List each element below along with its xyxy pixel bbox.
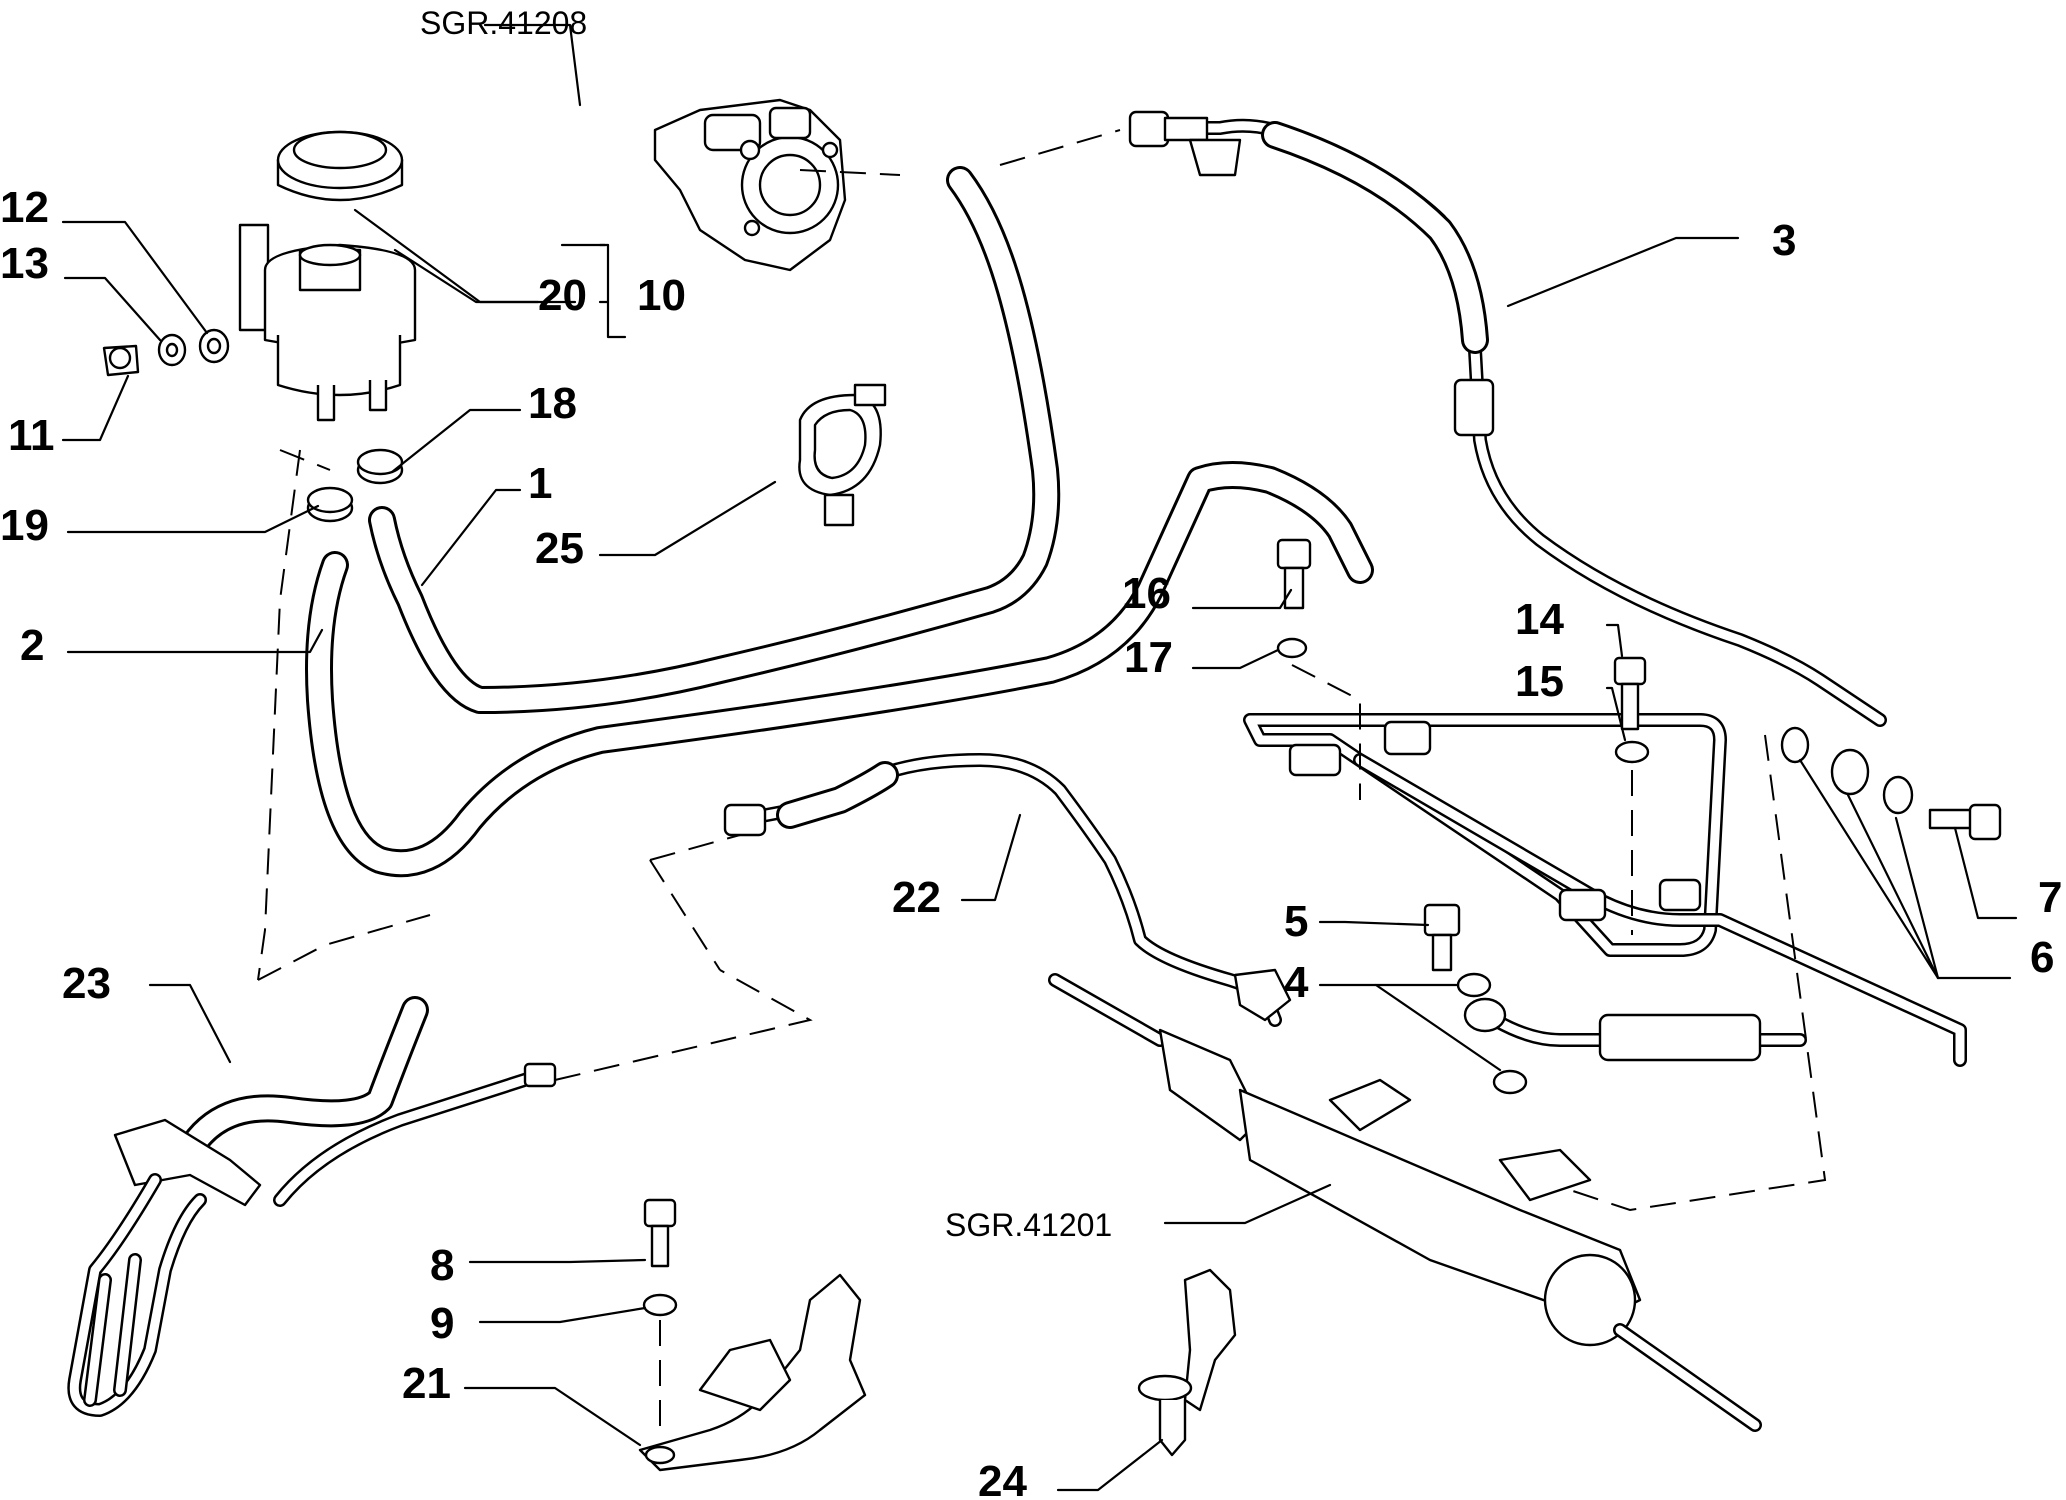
washer-13 xyxy=(157,333,187,367)
ref-pump: SGR.41208 xyxy=(420,5,587,41)
rack-pipe-assembly xyxy=(1243,713,1967,1067)
label-16: 16 xyxy=(1122,569,1171,618)
reservoir-cap xyxy=(276,130,404,202)
nut-11 xyxy=(102,344,140,377)
label-20: 20 xyxy=(538,271,587,320)
hose-clamp-19 xyxy=(306,486,354,523)
washer-12 xyxy=(198,328,230,364)
steering-rack xyxy=(1048,973,1762,1432)
label-11: 11 xyxy=(8,411,55,460)
dashed-assembly-lines xyxy=(257,129,1827,1440)
label-8: 8 xyxy=(430,1241,454,1290)
washer-9 xyxy=(642,1293,678,1317)
label-15: 15 xyxy=(1515,657,1564,706)
hose-bracket-clip xyxy=(798,383,887,527)
washer-4 xyxy=(1456,972,1528,1095)
label-9: 9 xyxy=(430,1299,454,1348)
label-17: 17 xyxy=(1124,633,1173,682)
label-7: 7 xyxy=(2038,873,2062,922)
power-steering-pump xyxy=(653,98,847,272)
hose-clamp-18 xyxy=(356,448,404,485)
label-4: 4 xyxy=(1284,958,1309,1007)
hose-1 xyxy=(368,166,1061,714)
label-14: 14 xyxy=(1515,595,1564,644)
label-10: 10 xyxy=(637,271,686,320)
label-12: 12 xyxy=(0,183,49,232)
bracket-21 xyxy=(638,1273,867,1472)
label-21: 21 xyxy=(402,1359,451,1408)
label-3: 3 xyxy=(1772,216,1796,265)
label-23: 23 xyxy=(62,959,111,1008)
bolt-8 xyxy=(643,1198,677,1268)
label-5: 5 xyxy=(1284,897,1308,946)
return-pipe-22 xyxy=(723,753,1292,1027)
leader-lines xyxy=(61,23,2018,1492)
bolt-7 xyxy=(1928,803,2002,841)
label-19: 19 xyxy=(0,501,49,550)
clip-24 xyxy=(1137,1268,1237,1457)
washer-17 xyxy=(1276,637,1308,659)
label-6: 6 xyxy=(2030,933,2054,982)
label-25: 25 xyxy=(535,524,584,573)
label-1: 1 xyxy=(528,459,552,508)
reservoir xyxy=(238,223,417,422)
ref-steering-rack: SGR.41201 xyxy=(945,1207,1112,1243)
bolt-14 xyxy=(1613,656,1647,731)
bolt-5 xyxy=(1423,903,1461,972)
label-24: 24 xyxy=(978,1457,1027,1500)
label-2: 2 xyxy=(20,621,44,670)
label-13: 13 xyxy=(0,239,49,288)
cooler-pipe-23 xyxy=(67,996,557,1417)
pressure-hose-3 xyxy=(1128,110,1887,727)
hose-2 xyxy=(305,461,1374,878)
bolt-16 xyxy=(1276,538,1312,610)
callout-labels: SGR.41208 12 13 20 10 11 18 1 19 25 2 3 … xyxy=(0,5,2062,1500)
feed-pipe-lower xyxy=(1463,997,1807,1062)
washers-6 xyxy=(1780,726,1914,815)
label-22: 22 xyxy=(892,873,941,922)
washer-15 xyxy=(1614,740,1650,764)
label-18: 18 xyxy=(528,379,577,428)
